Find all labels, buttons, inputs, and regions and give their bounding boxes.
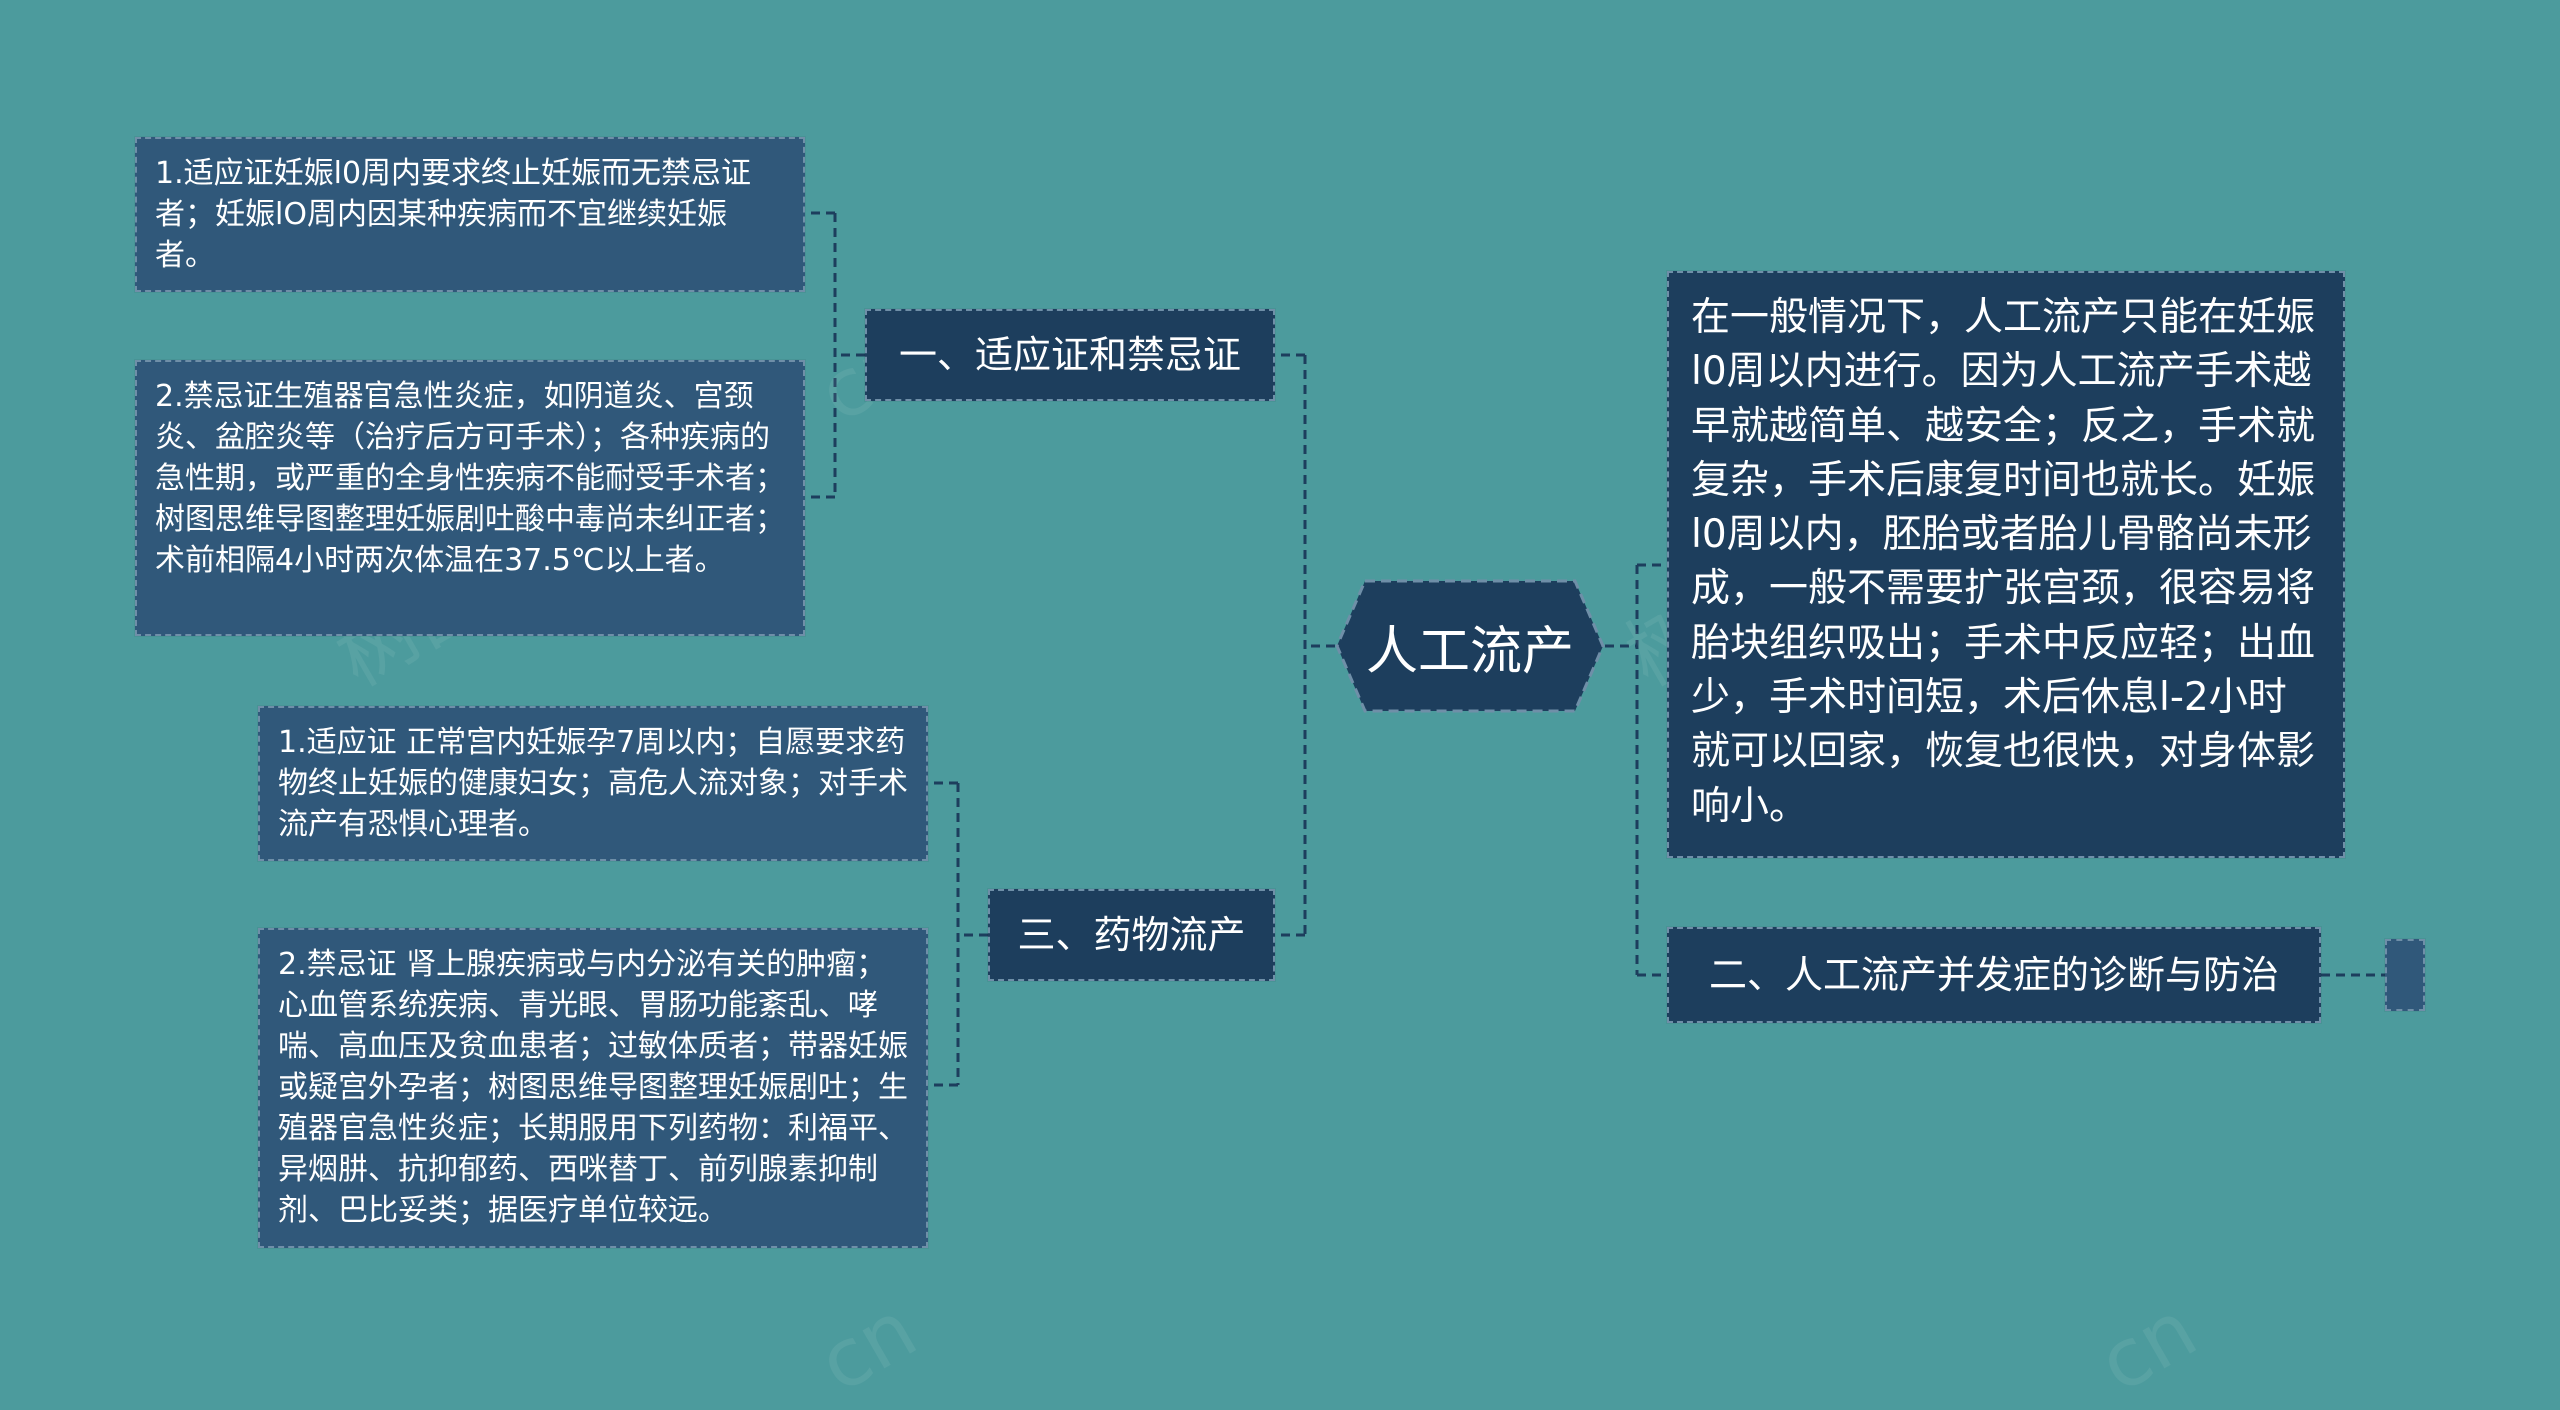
branch-complications[interactable]: 二、人工流产并发症的诊断与防治 [1667, 927, 2321, 1023]
branch-indications[interactable]: 一、适应证和禁忌证 [865, 309, 1275, 401]
watermark-text: cn [2083, 1282, 2212, 1410]
branch-complications-label: 二、人工流产并发症的诊断与防治 [1708, 953, 2279, 997]
leaf-drug-1-text: 1.适应证 正常宫内妊娠孕7周以内；自愿要求药物终止妊娠的健康妇女；高危人流对象… [278, 725, 908, 842]
collapsed-child-stub[interactable] [2385, 939, 2425, 1011]
leaf-indications-2-text: 2.禁忌证生殖器官急性炎症，如阴道炎、宫颈炎、盆腔炎等（治疗后方可手术）；各种疾… [155, 379, 785, 578]
leaf-indications-1-text: 1.适应证妊娠l0周内要求终止妊娠而无禁忌证者；妊娠lO周内因某种疾病而不宜继续… [155, 156, 752, 273]
branch-indications-label: 一、适应证和禁忌证 [898, 333, 1241, 377]
leaf-drug-2-text: 2.禁忌证 肾上腺疾病或与内分泌有关的肿瘤；心血管系统疾病、青光眼、胃肠功能紊乱… [278, 947, 908, 1228]
leaf-drug-1[interactable]: 1.适应证 正常宫内妊娠孕7周以内；自愿要求药物终止妊娠的健康妇女；高危人流对象… [258, 706, 928, 861]
leaf-drug-2[interactable]: 2.禁忌证 肾上腺疾病或与内分泌有关的肿瘤；心血管系统疾病、青光眼、胃肠功能紊乱… [258, 928, 928, 1248]
leaf-indications-2[interactable]: 2.禁忌证生殖器官急性炎症，如阴道炎、宫颈炎、盆腔炎等（治疗后方可手术）；各种疾… [135, 360, 805, 636]
node-intro-text: 在一般情况下，人工流产只能在妊娠l0周以内进行。因为人工流产手术越早就越简单、越… [1691, 295, 2316, 829]
central-topic-shape [1335, 579, 1605, 713]
branch-drug-abortion-label: 三、药物流产 [1017, 913, 1246, 957]
central-topic[interactable]: 人工流产 [1335, 579, 1605, 713]
watermark-text: cn [803, 1282, 932, 1410]
central-topic-label: 人工流产 [1365, 621, 1574, 682]
leaf-indications-1[interactable]: 1.适应证妊娠l0周内要求终止妊娠而无禁忌证者；妊娠lO周内因某种疾病而不宜继续… [135, 137, 805, 292]
branch-drug-abortion[interactable]: 三、药物流产 [988, 889, 1275, 981]
node-intro[interactable]: 在一般情况下，人工流产只能在妊娠l0周以内进行。因为人工流产手术越早就越简单、越… [1667, 271, 2345, 858]
